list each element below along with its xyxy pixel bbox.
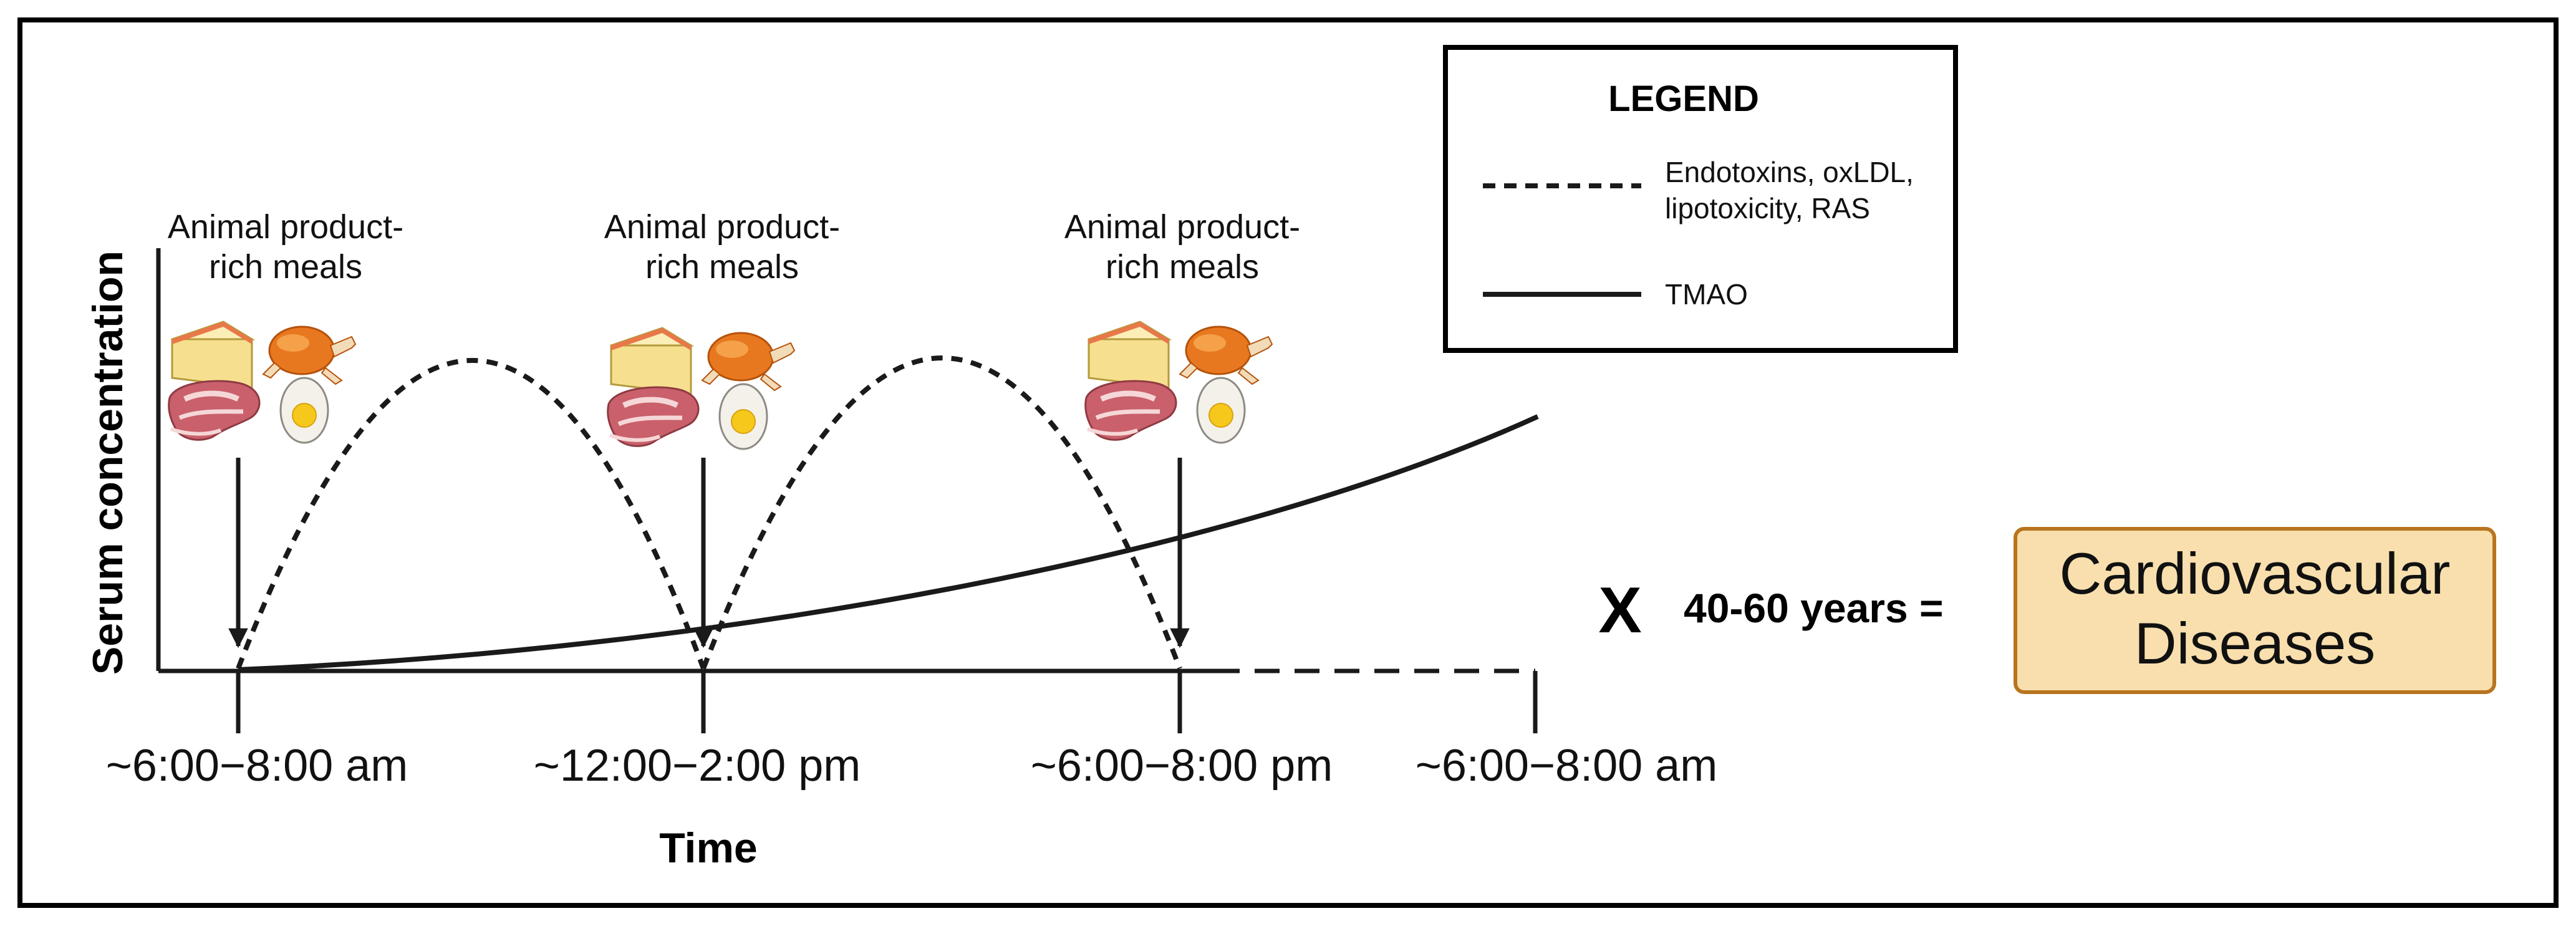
svg-text:rich meals: rich meals bbox=[645, 248, 799, 286]
legend-box bbox=[1443, 45, 1958, 353]
legend-title: LEGEND bbox=[1608, 79, 1759, 119]
meal-label: Animal product- rich meals bbox=[168, 208, 403, 286]
duration-text: 40-60 years = bbox=[1684, 585, 1944, 631]
outcome-text: Diseases bbox=[2135, 610, 2376, 676]
tick-label: ~6:00−8:00 am bbox=[106, 741, 408, 791]
outcome-box: Cardiovascular Diseases bbox=[2014, 527, 2496, 694]
legend-dashed-label: Endotoxins, oxLDL, bbox=[1665, 156, 1914, 188]
tick-label: ~6:00−8:00 pm bbox=[1031, 741, 1333, 791]
tmao-curve bbox=[238, 414, 1539, 672]
svg-text:Animal product-: Animal product- bbox=[604, 208, 840, 246]
legend: LEGEND Endotoxins, oxLDL, lipotoxicity, … bbox=[1443, 45, 1958, 353]
outcome-text: Cardiovascular bbox=[2060, 541, 2451, 606]
food-icons bbox=[1086, 322, 1272, 443]
food-icons bbox=[608, 328, 794, 449]
x-axis-label: Time bbox=[659, 824, 757, 872]
tick-label: ~6:00−8:00 am bbox=[1416, 741, 1717, 791]
svg-text:Animal product-: Animal product- bbox=[168, 208, 403, 246]
svg-text:rich meals: rich meals bbox=[209, 248, 362, 286]
legend-solid-label: TMAO bbox=[1665, 278, 1748, 311]
endotoxin-curve bbox=[236, 358, 706, 670]
endotoxin-curve bbox=[701, 355, 1182, 670]
figure-border bbox=[17, 17, 2559, 908]
y-axis-label: Serum concentration bbox=[84, 251, 132, 675]
svg-text:rich meals: rich meals bbox=[1106, 248, 1259, 286]
meal-label: Animal product- rich meals bbox=[604, 208, 840, 286]
tick-label: ~12:00−2:00 pm bbox=[534, 741, 861, 791]
meal-label: Animal product- rich meals bbox=[1064, 208, 1300, 286]
food-icons bbox=[169, 322, 355, 443]
multiply-symbol: X bbox=[1598, 574, 1641, 647]
legend-dashed-label: lipotoxicity, RAS bbox=[1665, 192, 1870, 224]
svg-text:Animal product-: Animal product- bbox=[1064, 208, 1300, 246]
